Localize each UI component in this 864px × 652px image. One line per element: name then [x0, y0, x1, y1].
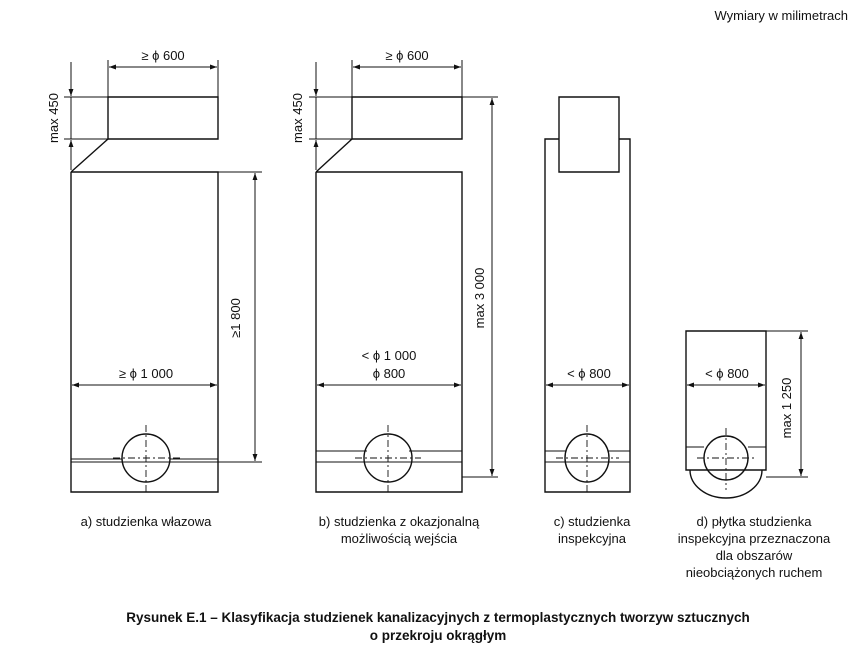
figure-c-caption-line-1: c) studzienka — [554, 514, 631, 529]
figure-a-shaft — [107, 96, 219, 140]
figure-d-height: max 1 250 — [779, 378, 794, 439]
figure-c-body — [544, 138, 631, 493]
figure-c-manhole: < ϕ 800 c) studzienka inspekcyjna — [544, 96, 631, 546]
figure-a-body-width: ≥ ϕ 1 000 — [119, 366, 173, 381]
figure-b-caption-line-1: b) studzienka z okazjonalną — [319, 514, 480, 529]
figure-d-caption-line-3: dla obszarów — [716, 548, 793, 563]
figure-a-manhole: ≥ ϕ 600 max 450 ≥ ϕ 1 000 ≥1 800 a) stud… — [46, 48, 262, 529]
figure-title-line-1: Rysunek E.1 – Klasyfikacja studzienek ka… — [126, 610, 750, 625]
figure-a-body — [70, 171, 219, 493]
figure-d-caption-line-4: nieobciążonych ruchem — [686, 565, 823, 580]
figure-a-body-height: ≥1 800 — [228, 298, 243, 338]
figure-a-caption: a) studzienka włazowa — [81, 514, 213, 529]
figure-b-body-width-2: ϕ 800 — [373, 366, 406, 381]
figure-b-top-width: ≥ ϕ 600 — [385, 48, 428, 63]
figure-b-cone-height: max 450 — [290, 93, 305, 143]
figure-d-bottom-arc — [689, 469, 763, 499]
figure-b-body — [315, 171, 463, 493]
figure-a-cone-height: max 450 — [46, 93, 61, 143]
figure-b-shaft — [351, 96, 463, 140]
figure-d-caption-line-2: inspekcyjna przeznaczona — [678, 531, 831, 546]
figure-b-cone — [315, 138, 353, 173]
figure-d-body-width: < ϕ 800 — [705, 366, 749, 381]
figure-c-body-width: < ϕ 800 — [567, 366, 611, 381]
figure-a-top-width: ≥ ϕ 600 — [141, 48, 184, 63]
figure-d-body — [685, 330, 767, 471]
figure-title-line-2: o przekroju okrągłym — [370, 628, 507, 643]
figure-c-shaft — [558, 96, 620, 173]
figure-d-caption-line-1: d) płytka studzienka — [697, 514, 813, 529]
figure-b-total-height: max 3 000 — [472, 268, 487, 329]
figure-b-manhole: ≥ ϕ 600 max 450 < ϕ 1 000 ϕ 800 max 3 00… — [290, 48, 498, 546]
figure-b-caption-line-2: możliwością wejścia — [341, 531, 458, 546]
figure-d-manhole: < ϕ 800 max 1 250 d) płytka studzienka i… — [678, 330, 831, 580]
figure-c-caption-line-2: inspekcyjna — [558, 531, 627, 546]
figure-b-body-width-1: < ϕ 1 000 — [362, 348, 417, 363]
units-note: Wymiary w milimetrach — [715, 8, 849, 23]
figure-a-cone — [70, 138, 109, 173]
